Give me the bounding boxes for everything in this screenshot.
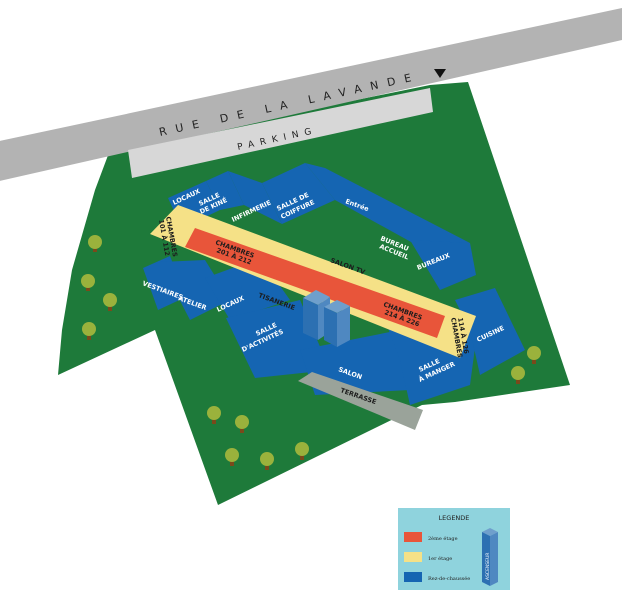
second-floor xyxy=(185,228,445,338)
elevator xyxy=(303,290,350,347)
legend-swatch-2nd-floor xyxy=(404,532,422,542)
road xyxy=(0,8,622,181)
parking-lot xyxy=(128,88,433,178)
tree-icon xyxy=(207,406,221,424)
legend-elevator-label: ASCENSEUR xyxy=(485,553,491,580)
legend: LEGENDE 2ème étage 1er étage Rez-de-chau… xyxy=(398,508,510,590)
tree-icon xyxy=(511,366,525,384)
tree-icon xyxy=(82,322,96,340)
legend-elevator-icon: ASCENSEUR xyxy=(482,528,498,586)
terrace xyxy=(298,372,423,430)
tree-icon xyxy=(81,274,95,291)
trees xyxy=(81,235,541,470)
tree-icon xyxy=(103,293,117,311)
legend-swatch-1st-floor xyxy=(404,552,422,562)
legend-label-2nd-floor: 2ème étage xyxy=(428,535,458,542)
legend-swatch-ground-floor xyxy=(404,572,422,582)
entrance-arrow-icon xyxy=(434,69,446,78)
tree-icon xyxy=(235,415,249,433)
legend-title: LEGENDE xyxy=(439,514,470,522)
tree-icon xyxy=(295,442,309,460)
legend-label-1st-floor: 1er étage xyxy=(428,555,452,562)
tree-icon xyxy=(225,448,239,466)
tree-icon xyxy=(260,452,274,470)
tree-icon xyxy=(88,235,102,252)
legend-label-ground-floor: Rez-de-chaussée xyxy=(428,575,470,582)
tree-icon xyxy=(527,346,541,364)
